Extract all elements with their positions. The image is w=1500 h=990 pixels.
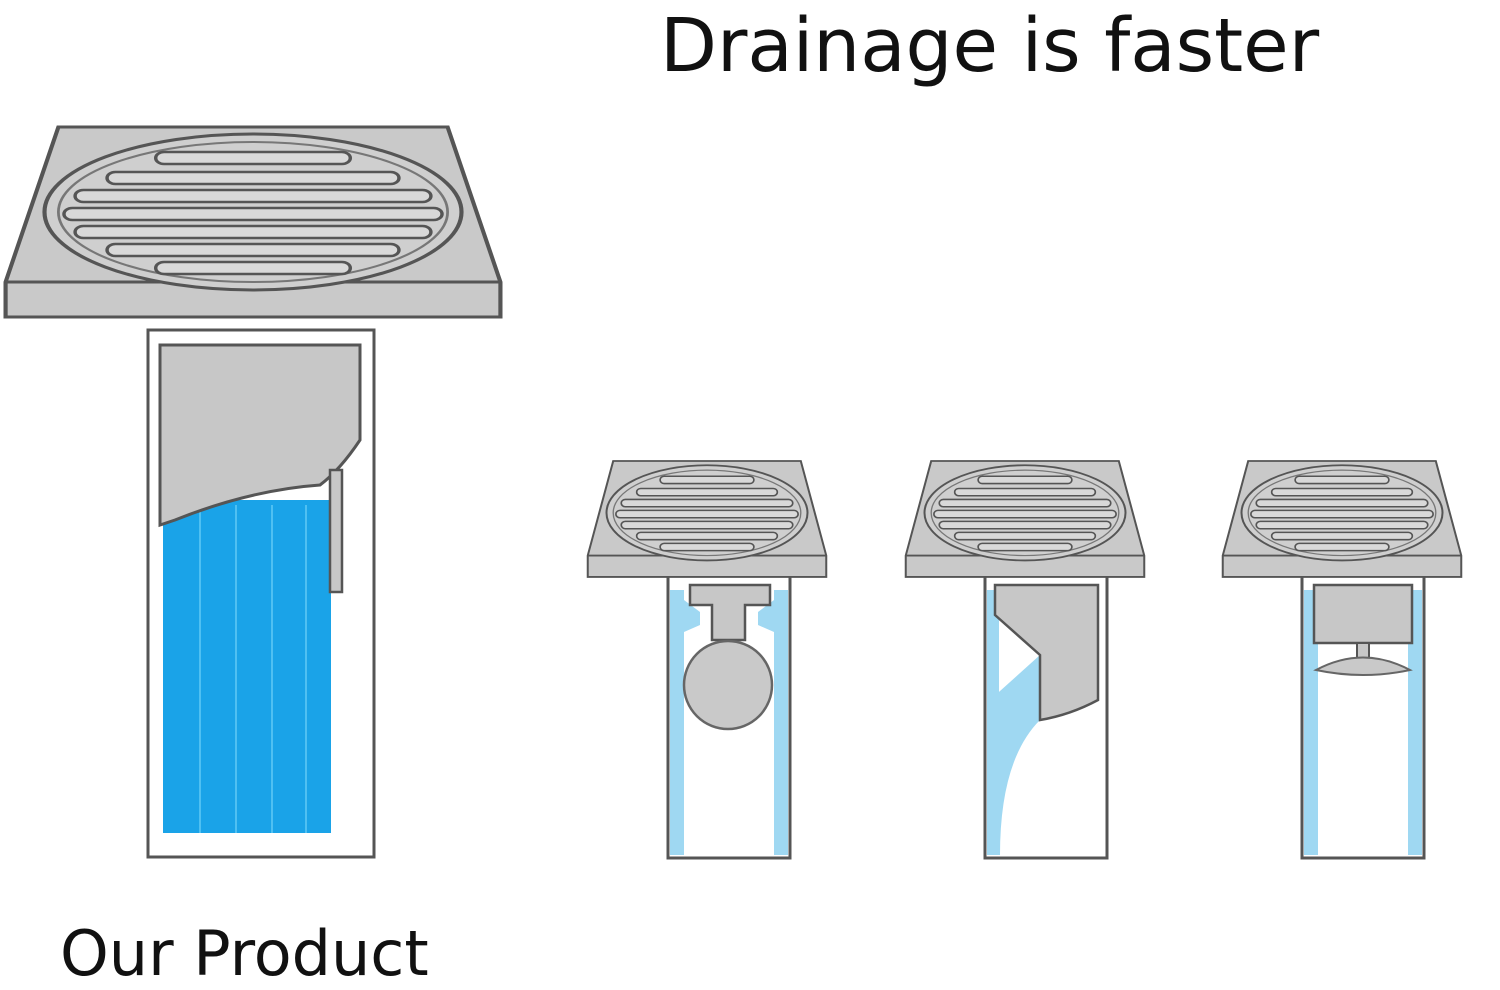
ball-valve-drain: [586, 459, 828, 860]
headline: Drainage is faster: [660, 3, 1320, 89]
our-product-drain: [6, 127, 501, 859]
plunger-drain: [1221, 459, 1463, 860]
side-flap-drain: [904, 459, 1146, 860]
water-flow: [163, 500, 331, 833]
our-product-caption: Our Product: [60, 917, 429, 990]
